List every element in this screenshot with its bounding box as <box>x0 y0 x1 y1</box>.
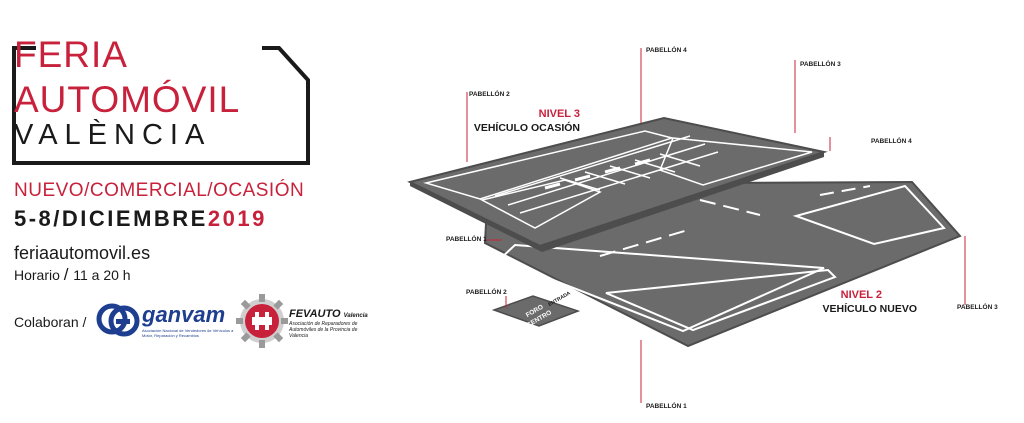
collaborators-label: Colaboran / <box>14 314 87 330</box>
fevauto-name: FEVAUTO Valencia <box>289 308 368 320</box>
opening-hours: Horario / 11 a 20 h <box>14 265 131 285</box>
hours-separator: / <box>63 265 74 284</box>
ganvam-description: Asociación Nacional de Vendedores de Veh… <box>142 328 234 338</box>
event-dates: 5-8/DICIEMBRE2019 <box>14 206 267 232</box>
dates-year: 2019 <box>207 206 267 231</box>
ganvam-logo-icon <box>96 303 140 337</box>
fevauto-description: Asociación de Reparadores de Automóviles… <box>289 321 358 339</box>
fevauto-name-text: FEVAUTO <box>289 308 341 320</box>
title-valencia: VALÈNCIA <box>14 119 212 151</box>
level2-lines <box>498 184 946 333</box>
venue-map: FORO CENTRO ENTRADA PABELLÓN 4 PABELLÓN … <box>407 45 998 410</box>
ganvam-name: ganvam <box>142 302 226 327</box>
subtitle: NUEVO/COMERCIAL/OCASIÓN <box>14 180 305 201</box>
foro-centro-block <box>491 295 581 327</box>
pavilion-2-bottom-label: PABELLÓN 2 <box>466 287 507 296</box>
website-link[interactable]: feriaautomovil.es <box>14 243 151 263</box>
fevauto-logo: FEVAUTO Valencia Asociación de Reparador… <box>236 293 376 349</box>
hours-value: 11 a 20 h <box>73 267 131 283</box>
level3-name: VEHÍCULO OCASIÓN <box>474 121 580 134</box>
fevauto-gear-logo-icon <box>236 294 288 348</box>
dates-text: 5-8/DICIEMBRE <box>14 206 208 231</box>
pavilion-3-right-label: PABELLÓN 3 <box>957 302 998 311</box>
title-frame-outline <box>12 46 310 165</box>
pavilion-2-top-label: PABELLÓN 2 <box>469 89 510 98</box>
pavilion-1-bottom-label: PABELLÓN 1 <box>646 401 687 410</box>
pavilion-3-top-label: PABELLÓN 3 <box>800 59 841 68</box>
level3-lines <box>423 130 813 229</box>
level2-name: VEHÍCULO NUEVO <box>822 302 917 315</box>
level2-number: NIVEL 2 <box>841 289 882 301</box>
pavilion-4-right-label: PABELLÓN 4 <box>871 136 912 145</box>
fevauto-city: Valencia <box>343 313 368 319</box>
title-automovil: AUTOMÓVIL <box>14 79 241 120</box>
pavilion-leader-lines <box>466 48 966 403</box>
pavilion-4-top-label: PABELLÓN 4 <box>646 45 687 54</box>
title-feria: FERIA <box>14 34 128 75</box>
brand-panel: FERIA AUTOMÓVIL VALÈNCIA NUEVO/COMERCIAL… <box>0 0 380 423</box>
level3-number: NIVEL 3 <box>539 108 580 120</box>
ganvam-logo: ganvam Asociación Nacional de Vendedores… <box>96 297 238 345</box>
pavilion-1-left-label: PABELLÓN 1 <box>446 234 487 243</box>
hours-label: Horario <box>14 267 60 283</box>
